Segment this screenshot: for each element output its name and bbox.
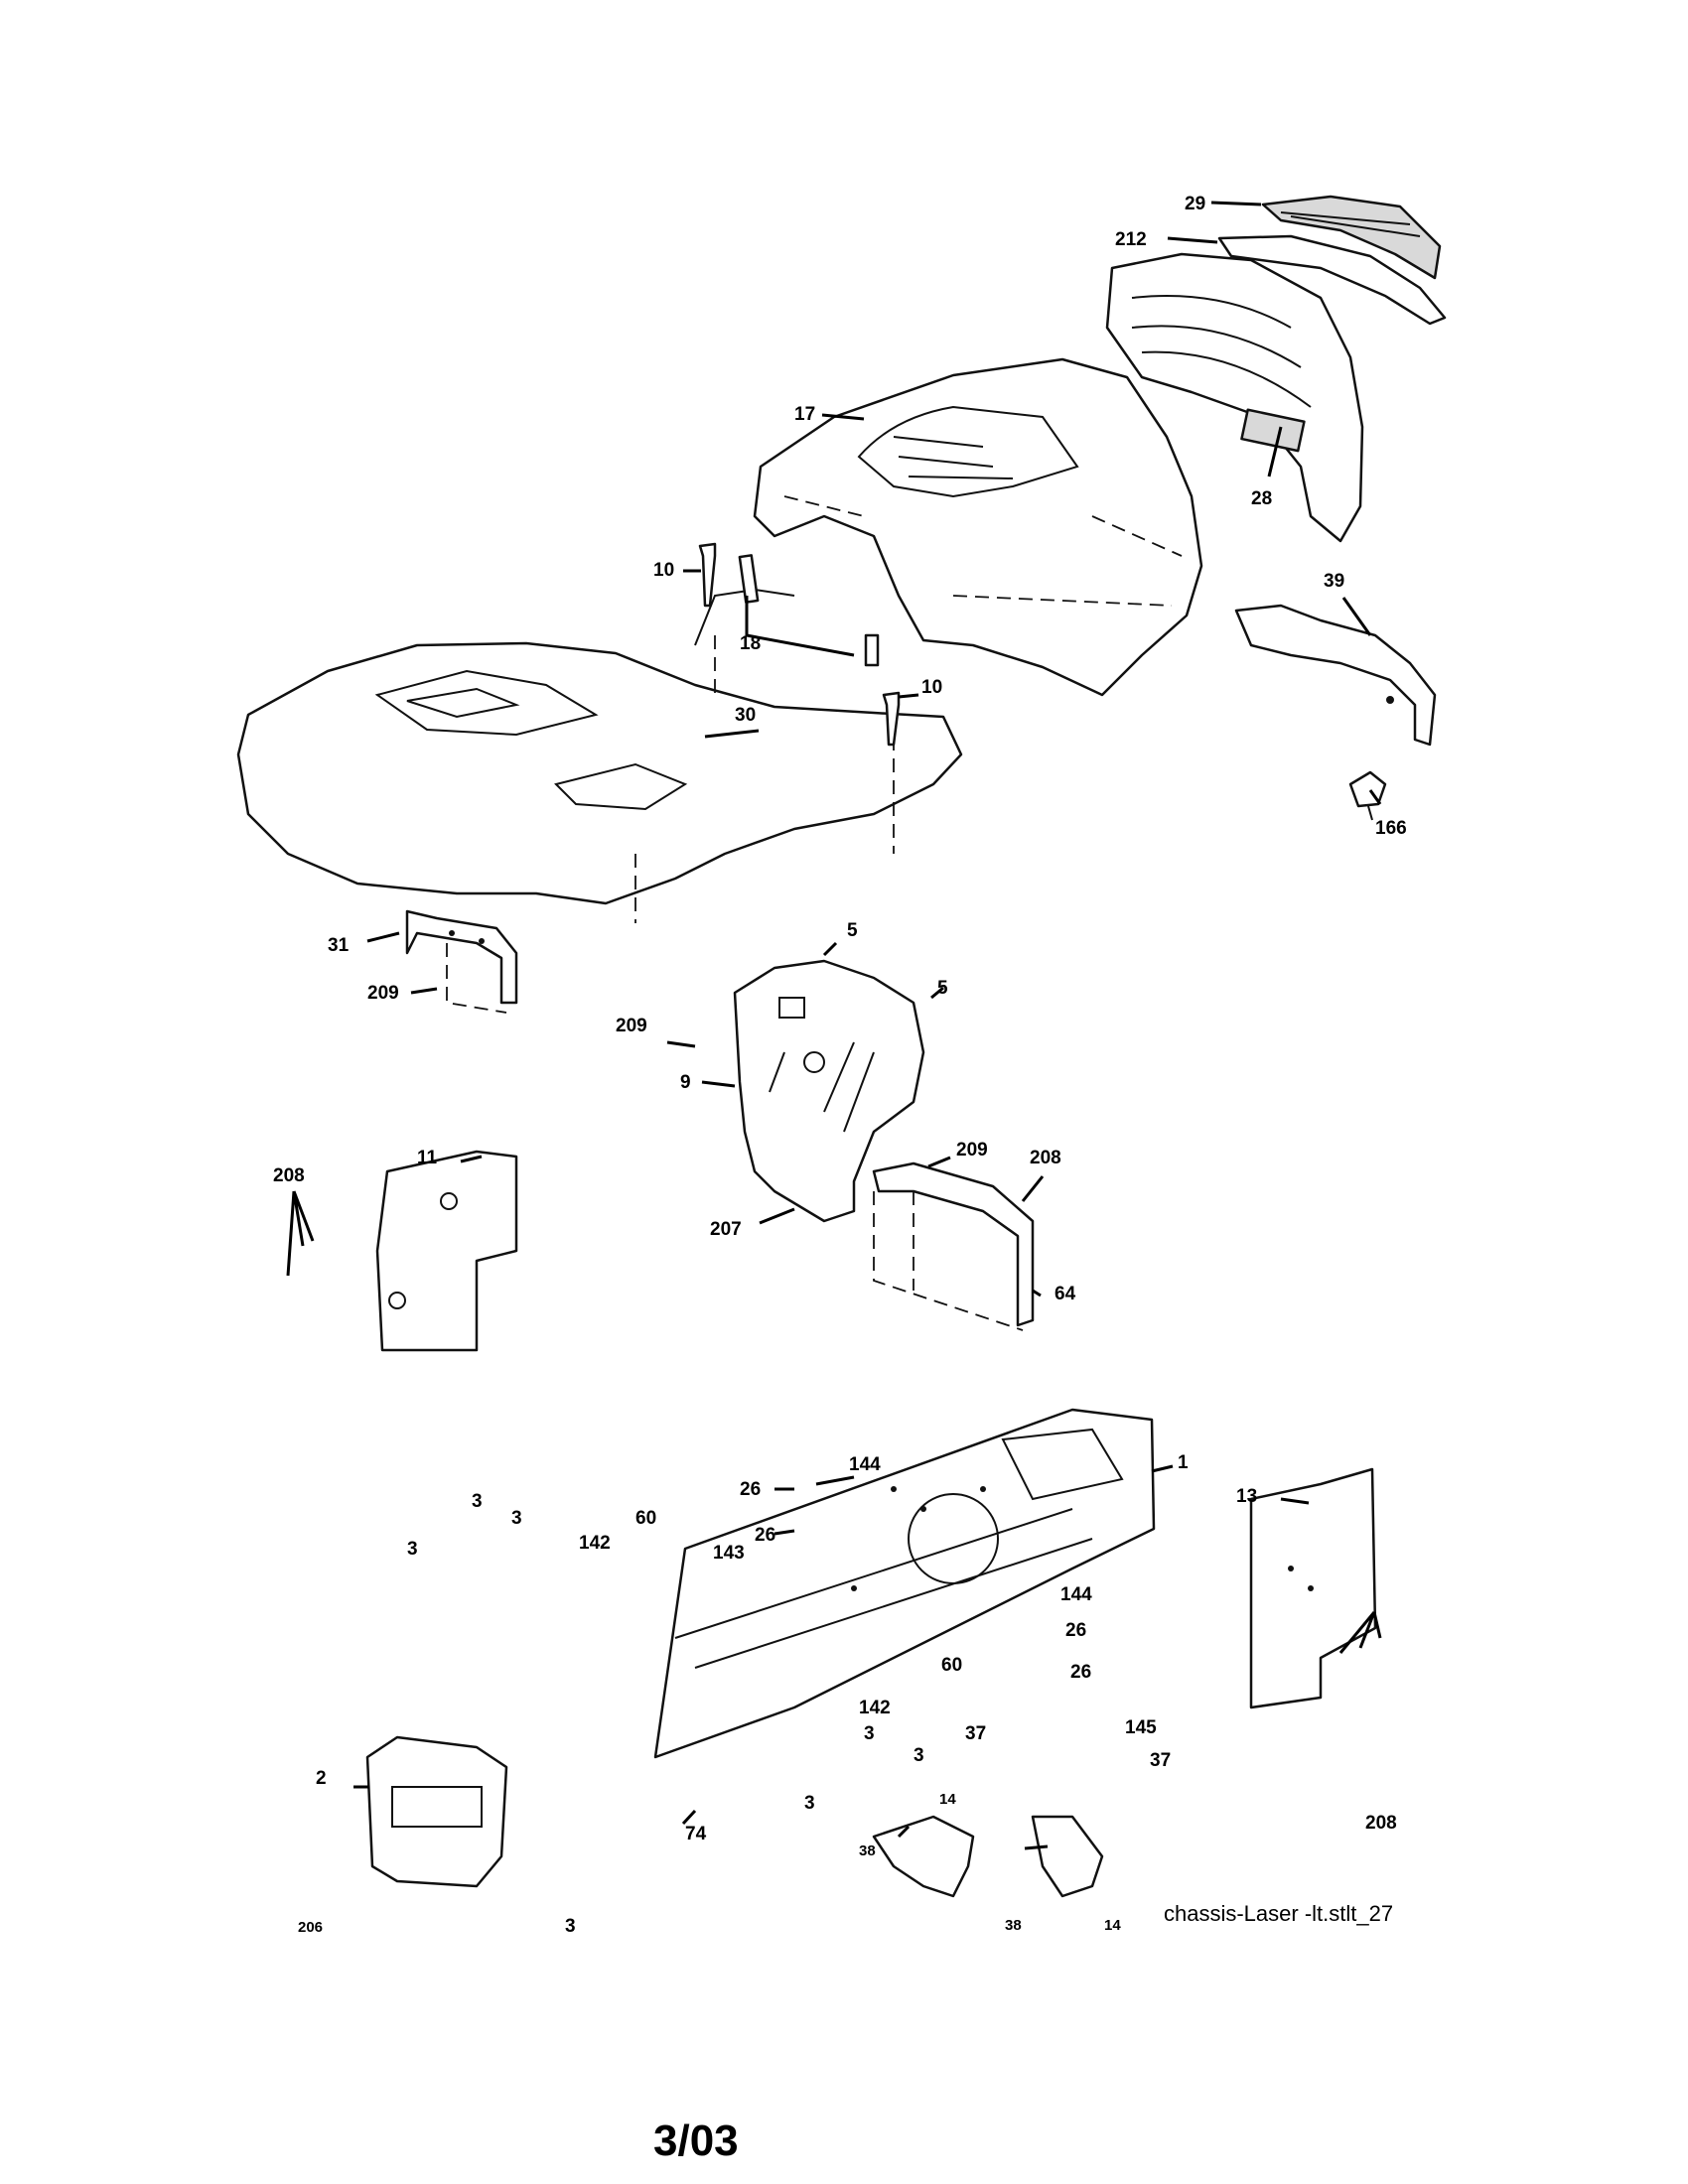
callout-38a: 38	[859, 1843, 876, 1859]
callout-5a: 5	[847, 920, 858, 941]
callout-208a: 208	[1030, 1148, 1061, 1168]
callout-37a: 37	[965, 1723, 986, 1744]
callout-17: 17	[794, 404, 815, 425]
callout-208c: 208	[1365, 1813, 1397, 1834]
callout-60b: 60	[941, 1655, 962, 1676]
callout-3e: 3	[914, 1745, 924, 1766]
callout-142a: 142	[579, 1533, 611, 1554]
callout-30: 30	[735, 705, 756, 726]
callout-206: 206	[298, 1919, 323, 1936]
callout-9: 9	[680, 1072, 691, 1093]
callout-5b: 5	[937, 978, 948, 999]
dash-bracket-part	[872, 1161, 1035, 1331]
callout-145: 145	[1125, 1717, 1157, 1738]
grille-trim-part	[1217, 234, 1447, 326]
date-code-label: 3/03	[653, 2116, 739, 2165]
nose-grille-part	[1105, 252, 1364, 543]
callout-208b: 208	[273, 1165, 305, 1186]
callout-11: 11	[417, 1148, 438, 1168]
hood-bracket-part	[1234, 604, 1437, 747]
callout-74: 74	[685, 1824, 707, 1844]
callout-38b: 38	[1005, 1917, 1022, 1934]
callout-3c: 3	[407, 1539, 418, 1560]
callout-3d: 3	[864, 1723, 875, 1744]
callout-209a: 209	[367, 983, 399, 1004]
callout-64: 64	[1055, 1284, 1076, 1304]
callout-166: 166	[1375, 818, 1407, 839]
callout-207: 207	[710, 1219, 742, 1240]
callout-212: 212	[1115, 229, 1147, 250]
right-side-plate-part	[1249, 1467, 1377, 1709]
callout-144a: 144	[849, 1454, 881, 1475]
callout-143: 143	[713, 1543, 745, 1564]
hood-part	[753, 357, 1203, 697]
callout-2: 2	[316, 1768, 327, 1789]
callout-18: 18	[740, 633, 761, 654]
callout-26a: 26	[740, 1479, 761, 1500]
drawing-id-label: chassis-Laser -lt.stlt_27	[1164, 1901, 1393, 1926]
knob-part	[1348, 770, 1387, 821]
callout-60a: 60	[635, 1508, 656, 1529]
callout-39: 39	[1324, 571, 1344, 592]
leader-lines	[286, 201, 1382, 1850]
callout-26d: 26	[1070, 1662, 1091, 1683]
callout-37b: 37	[1150, 1750, 1171, 1771]
callout-3g: 3	[565, 1916, 576, 1937]
callout-209b: 209	[616, 1016, 647, 1036]
callout-3b: 3	[511, 1508, 522, 1529]
callout-3a: 3	[472, 1491, 483, 1512]
callout-13: 13	[1236, 1486, 1257, 1507]
fender-part	[236, 588, 963, 923]
callout-14a: 14	[939, 1791, 956, 1808]
callout-144b: 144	[1060, 1584, 1092, 1605]
grille-insert-part	[1261, 195, 1442, 280]
callout-10b: 10	[921, 677, 942, 698]
seat-stop-part	[738, 554, 880, 667]
bolt-part	[698, 542, 901, 747]
callout-26b: 26	[755, 1525, 775, 1546]
callout-209c: 209	[956, 1140, 988, 1160]
left-side-plate-part	[375, 1150, 518, 1352]
callout-28: 28	[1251, 488, 1272, 509]
seat-bracket-part	[405, 909, 518, 1014]
callout-31: 31	[328, 935, 350, 956]
console-panel-part	[733, 959, 925, 1223]
callout-14b: 14	[1104, 1917, 1121, 1934]
callout-142b: 142	[859, 1698, 891, 1718]
callout-1: 1	[1178, 1452, 1189, 1473]
callout-3f: 3	[804, 1793, 815, 1814]
main-frame-part	[653, 1408, 1156, 1759]
callout-10a: 10	[653, 560, 674, 581]
callout-29: 29	[1185, 194, 1205, 214]
front-bumper-part	[365, 1735, 508, 1888]
callout-labels: 29 212 17 28 10 18 10 30 39 166 31 209 5…	[273, 194, 1407, 1937]
callout-26c: 26	[1065, 1620, 1086, 1641]
